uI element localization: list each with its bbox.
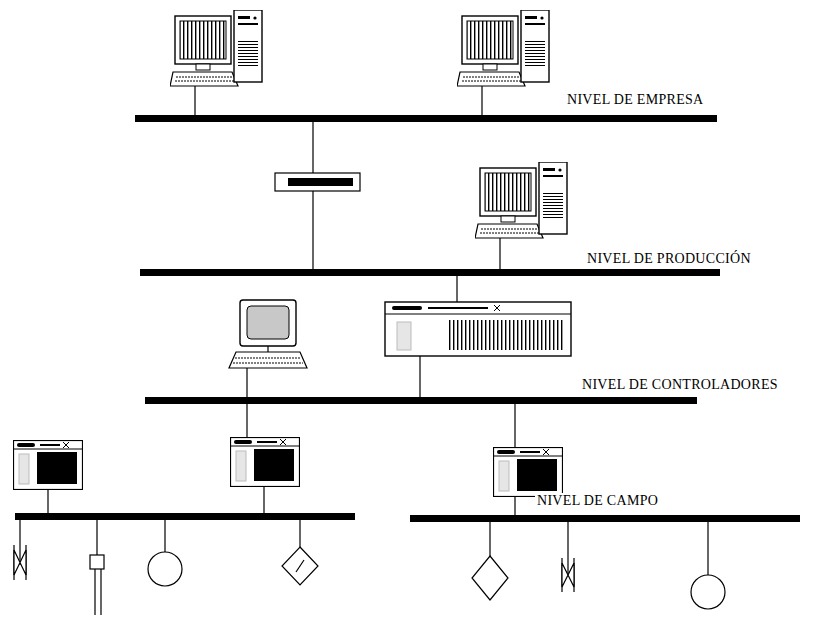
field-controller [231, 438, 300, 487]
controller-rack [385, 302, 571, 356]
level-label: NIVEL DE CONTROLADORES [580, 377, 780, 393]
level-label: NIVEL DE EMPRESA [565, 92, 706, 108]
bus-bar [15, 115, 800, 522]
operator-terminal [229, 300, 307, 397]
field-controller [494, 448, 563, 497]
enterprise-computer [170, 10, 262, 86]
level-label: NIVEL DE PRODUCCIÓN [585, 251, 753, 267]
field-controller [14, 441, 83, 490]
production-computer [475, 162, 567, 238]
network-link [48, 82, 515, 515]
gateway-device [275, 173, 360, 191]
level-label: NIVEL DE CAMPO [535, 493, 660, 509]
field-device [14, 520, 725, 615]
enterprise-computer [457, 10, 549, 86]
